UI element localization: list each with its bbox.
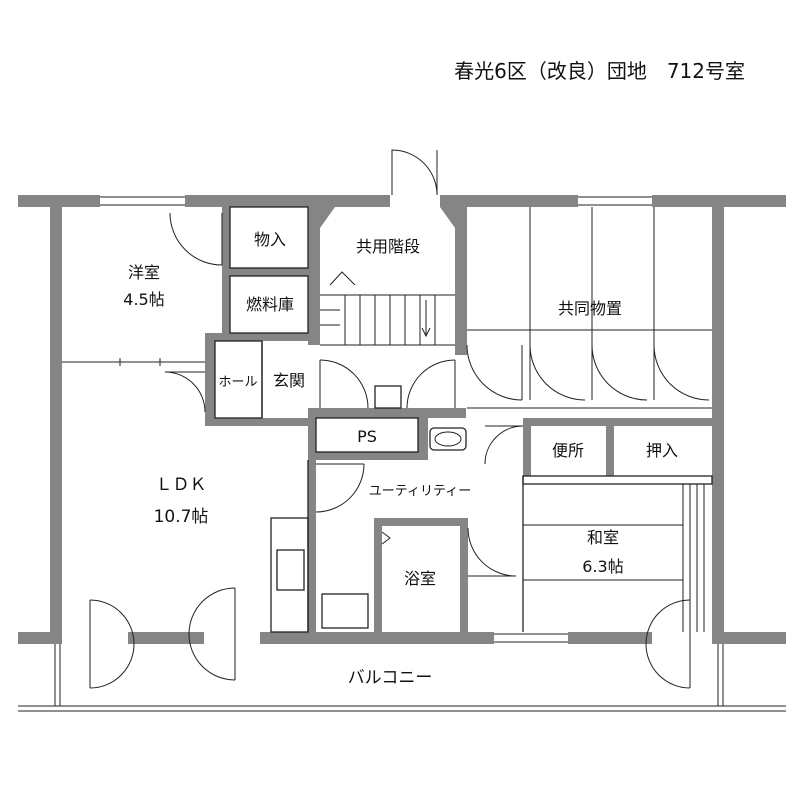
room-ldk-name: ＬＤＫ xyxy=(156,475,207,495)
room-hall: ホール xyxy=(218,375,257,390)
room-ps: PS xyxy=(357,427,377,446)
room-kyodo-monooki: 共同物置 xyxy=(558,299,622,318)
room-utility: ユーティリティー xyxy=(369,484,471,499)
interior-lines xyxy=(18,196,786,712)
room-nenryoko: 燃料庫 xyxy=(246,295,294,314)
room-washitsu-size: 6.3帖 xyxy=(582,557,623,576)
room-yokushitsu: 浴室 xyxy=(404,569,436,588)
room-oshiire: 押入 xyxy=(646,441,678,460)
room-genkan: 玄関 xyxy=(273,371,305,390)
room-washitsu-name: 和室 xyxy=(587,528,619,547)
room-youshitsu-size: 4.5帖 xyxy=(123,290,164,309)
room-monoire: 物入 xyxy=(254,230,286,249)
plan-title: 春光6区（改良）団地 712号室 xyxy=(454,59,745,83)
doors xyxy=(89,149,710,689)
room-benjo: 便所 xyxy=(552,441,584,460)
walls xyxy=(18,195,786,644)
room-balcony: バルコニー xyxy=(348,668,433,688)
room-youshitsu-name: 洋室 xyxy=(128,263,160,282)
room-kyoyo-kaidan: 共用階段 xyxy=(356,237,420,256)
room-labels: 洋室 4.5帖 物入 燃料庫 共用階段 共同物置 ホール 玄関 PS 便所 押入… xyxy=(123,230,678,688)
room-ldk-size: 10.7帖 xyxy=(154,507,209,527)
